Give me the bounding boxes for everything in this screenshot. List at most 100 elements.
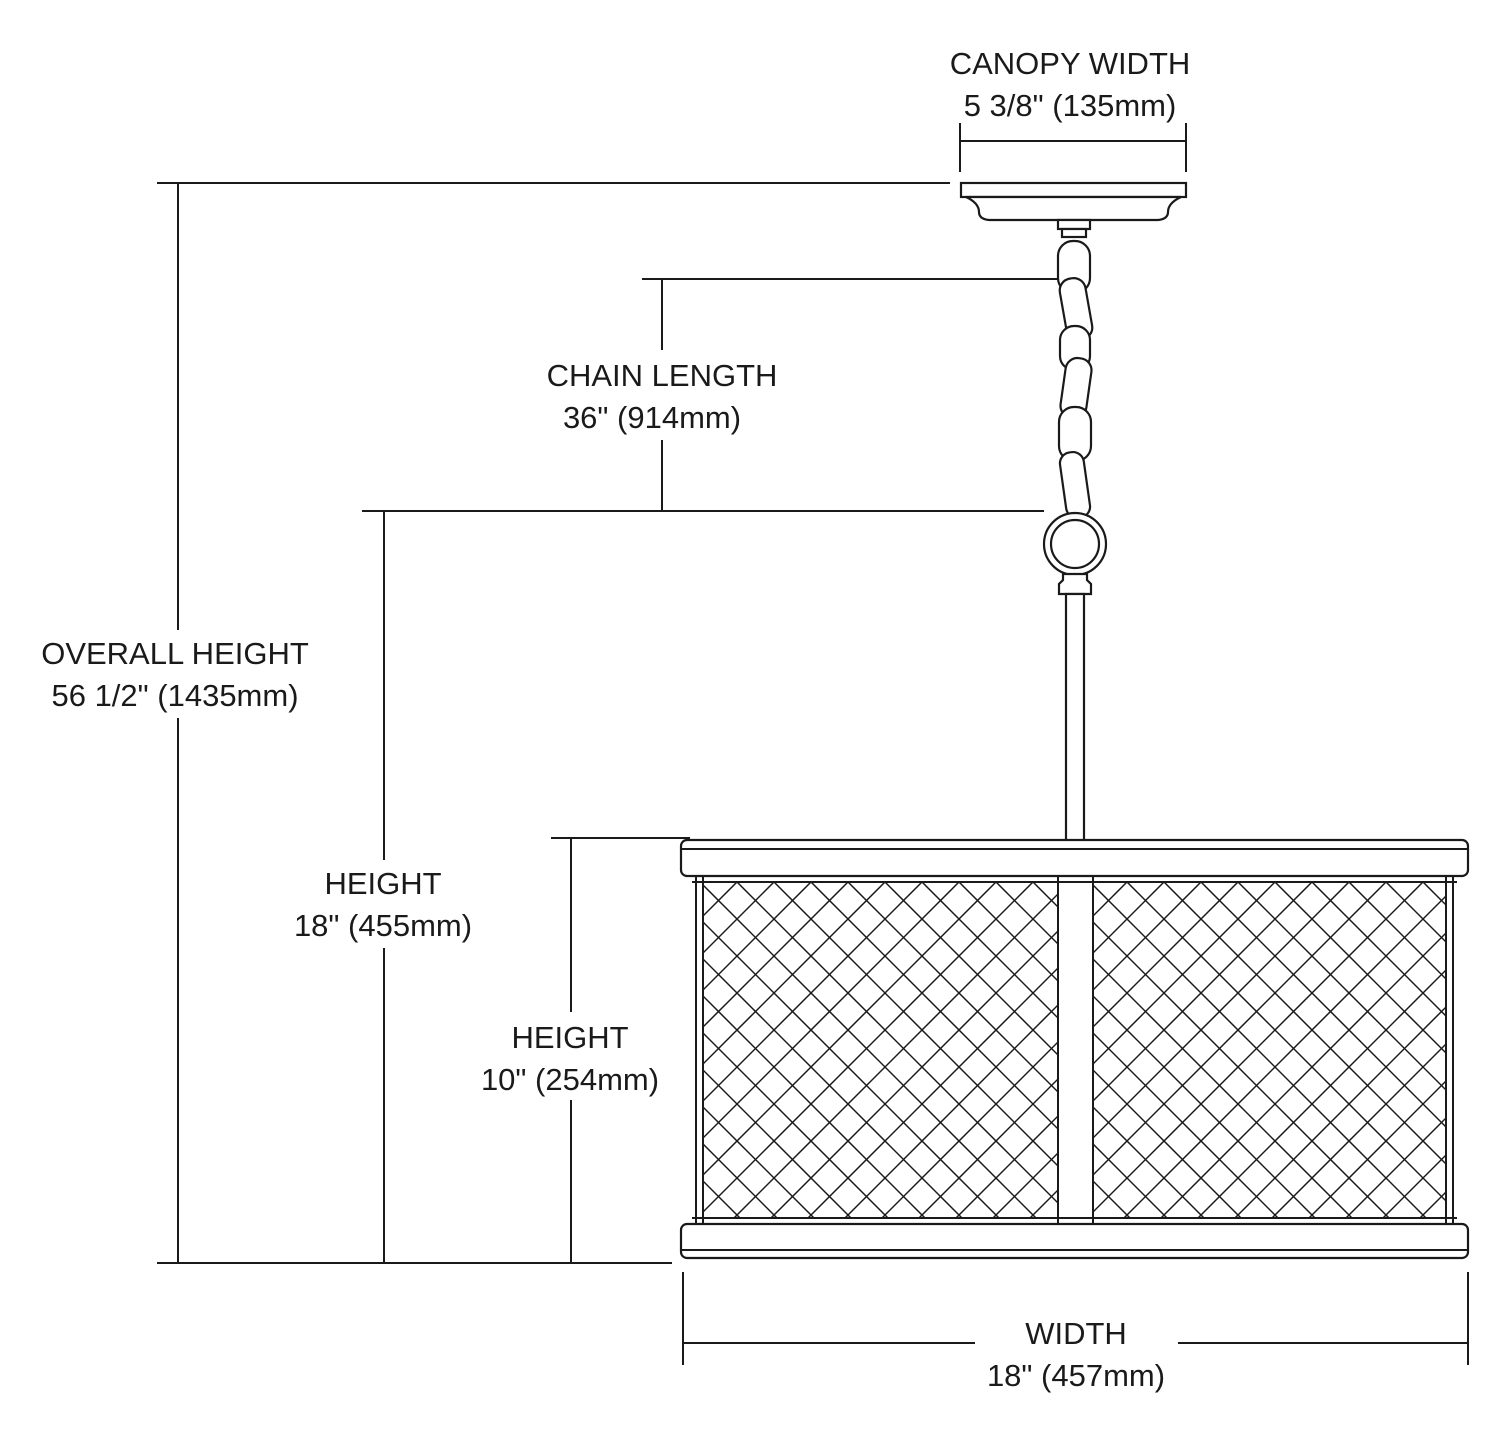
mesh-wire [1093, 1142, 1168, 1218]
mesh-wire [703, 957, 963, 1218]
mesh-wire [1308, 1079, 1446, 1218]
mesh-wire [1093, 1031, 1279, 1218]
overall-height-dimension [157, 182, 950, 1264]
mesh-wire [1093, 994, 1316, 1218]
canopy [959, 181, 1188, 239]
mesh-wire [773, 882, 1058, 1168]
mesh-wire [1070, 882, 1406, 1218]
canopy-width-value: 5 3/8" (135mm) [964, 88, 1177, 123]
mesh-wire [1123, 894, 1446, 1218]
mesh-wire [1093, 1105, 1205, 1218]
height-18-label: HEIGHT [324, 866, 441, 901]
mesh-wire [643, 882, 979, 1218]
height-10-dimension [551, 837, 690, 1263]
height-10-label: HEIGHT [511, 1020, 628, 1055]
height-18-value: 18" (455mm) [294, 908, 472, 943]
mesh-wire [1093, 882, 1202, 992]
mesh-wire [1419, 1190, 1446, 1218]
mesh-wire [810, 882, 1058, 1131]
mesh-wire [958, 882, 1058, 983]
mesh-wire [1093, 1068, 1242, 1218]
mesh-wire [703, 883, 1037, 1218]
mesh-wire [703, 882, 960, 1140]
mesh-wire [844, 1003, 1058, 1218]
canopy-width-dimension [959, 123, 1187, 172]
mesh-wire [717, 882, 1053, 1218]
mesh-wire [680, 882, 1016, 1218]
mesh-wire [1093, 957, 1353, 1218]
right-mesh-panel [606, 882, 1500, 1218]
mesh-wire [1093, 882, 1128, 918]
mesh-wire [807, 966, 1058, 1218]
mesh-wire [1032, 882, 1058, 909]
mesh-wire [703, 882, 886, 1066]
width-dimension [682, 1272, 1469, 1365]
mesh-wire [1460, 882, 1500, 1218]
mesh-wire [703, 882, 997, 1177]
chain [1056, 239, 1094, 520]
mesh-wire [1093, 882, 1276, 1066]
mesh-wire [1107, 882, 1443, 1218]
mesh-wire [1274, 882, 1446, 1055]
mesh-wire [703, 920, 1000, 1218]
mesh-wire [1093, 882, 1424, 1214]
mesh-wire [921, 882, 1058, 1020]
mesh-wire [1093, 882, 1350, 1140]
mesh-wire [1329, 882, 1500, 1218]
mesh-wire [1093, 882, 1313, 1103]
chain-length-dimension [362, 278, 1058, 512]
mesh-wire [1126, 882, 1446, 1203]
ring-and-stem [1042, 511, 1108, 846]
height-10-value: 10" (254mm) [481, 1062, 659, 1097]
canopy-width-label: CANOPY WIDTH [950, 46, 1191, 81]
mesh-wire [606, 882, 942, 1218]
mesh-wire [847, 882, 1058, 1094]
overall-height-value: 56 1/2" (1435mm) [51, 678, 298, 713]
mesh-wire [1382, 1153, 1446, 1218]
mesh-wire [703, 882, 923, 1103]
mesh-wire [703, 882, 849, 1029]
mesh-wire [1093, 883, 1427, 1218]
mesh-wire [1160, 931, 1446, 1218]
mesh-wire [992, 1151, 1058, 1218]
mesh-wire [884, 882, 1058, 1057]
mesh-wire [1200, 882, 1446, 1129]
chain-length-label: CHAIN LENGTH [547, 358, 778, 393]
mesh-wire [1029, 1188, 1058, 1218]
mesh-wire [703, 1031, 889, 1218]
mesh-wire [995, 882, 1058, 946]
width-label: WIDTH [1025, 1316, 1127, 1351]
left-mesh-panel [703, 882, 1500, 1218]
mesh-wire [1163, 882, 1446, 1166]
mesh-wire [736, 882, 1058, 1205]
mesh-wire [703, 882, 1034, 1214]
chain-length-value: 36" (914mm) [563, 400, 741, 435]
mesh-wire [918, 1077, 1058, 1218]
mesh-wire [955, 1114, 1058, 1218]
mesh-wire [881, 1040, 1058, 1218]
overall-height-label: OVERALL HEIGHT [41, 636, 309, 671]
mesh-wire [733, 892, 1058, 1218]
mesh-wire [1144, 882, 1480, 1218]
mesh-wire [703, 1068, 852, 1218]
mesh-wire [770, 929, 1058, 1218]
mesh-wire [703, 882, 812, 992]
mesh-wire [1422, 882, 1446, 907]
mesh-wire [703, 882, 775, 955]
mesh-wire [1234, 1005, 1446, 1218]
mesh-wire [1093, 920, 1390, 1218]
mesh-wire [1345, 1116, 1446, 1218]
mesh-wire [1271, 1042, 1446, 1218]
mesh-wire [1093, 882, 1239, 1029]
mesh-wire [754, 882, 1090, 1218]
mesh-wire [703, 1105, 815, 1218]
width-value: 18" (457mm) [987, 1358, 1165, 1393]
drum-shade [606, 838, 1500, 1260]
mesh-wire [703, 1142, 778, 1218]
mesh-wire [1093, 882, 1165, 955]
mesh-wire [1093, 882, 1387, 1177]
mesh-wire [1197, 968, 1446, 1218]
mesh-wire [703, 994, 926, 1218]
mesh-wire [1093, 1179, 1131, 1218]
